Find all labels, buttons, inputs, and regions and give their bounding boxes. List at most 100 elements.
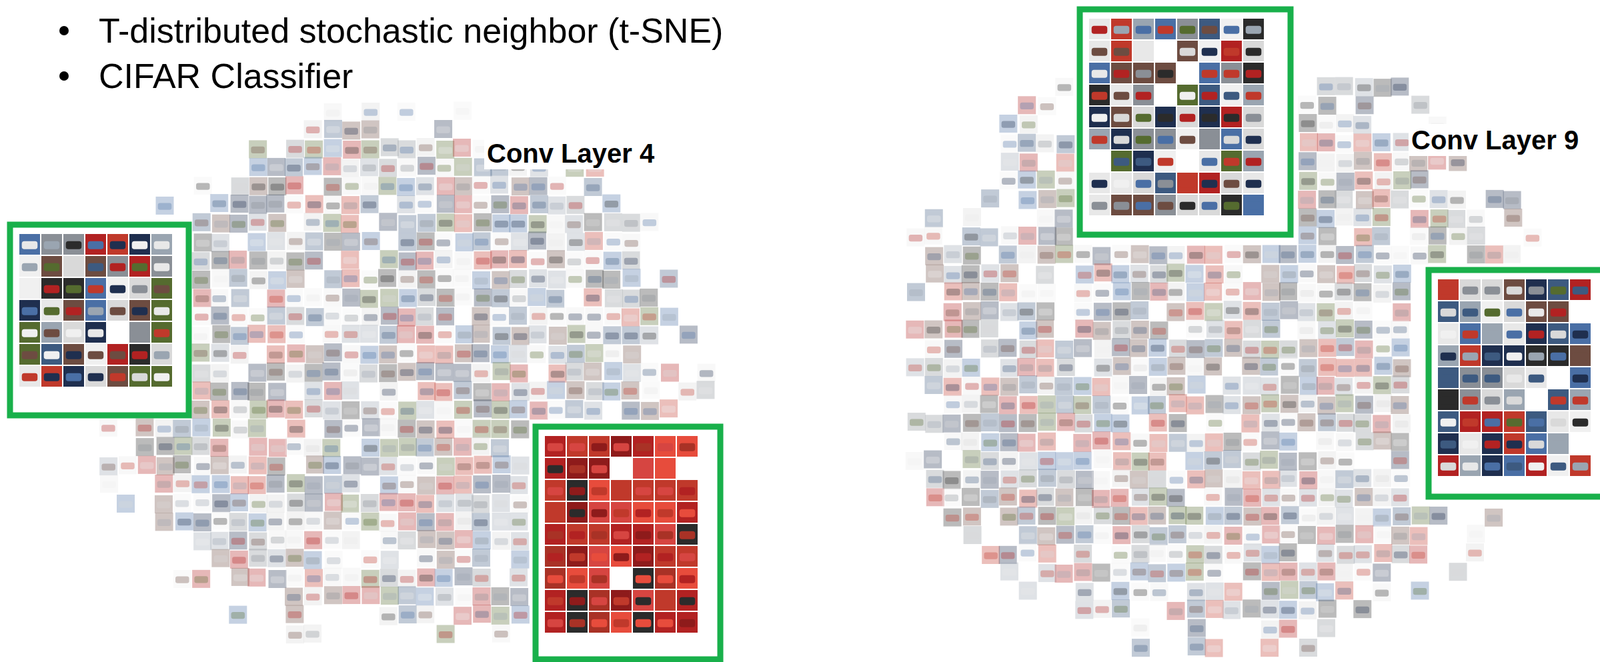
car-shape [512,202,527,210]
thumbnail [527,288,546,307]
car-shape [909,289,924,297]
thumbnail [1205,506,1224,525]
thumbnail [963,302,982,321]
thumbnail [175,512,194,531]
thumbnail [1113,452,1132,471]
car-shape [1058,513,1073,521]
thumbnail [472,271,491,290]
car-shape [493,426,508,433]
thumbnail [604,213,623,232]
thumbnail [284,288,303,307]
thumbnail [342,568,361,587]
thumbnail [492,326,511,345]
thumbnail [961,488,980,507]
thumbnail [1093,302,1112,321]
car-shape [965,308,980,316]
thumbnail [603,344,622,363]
car-shape [157,480,172,488]
thumbnail [473,213,492,232]
car-shape [1207,272,1222,279]
car-shape [194,314,209,321]
car-shape [1336,196,1351,204]
thumbnail [341,401,360,420]
car-shape [550,182,565,190]
thumbnail [961,282,980,301]
thumbnail [1223,300,1242,319]
faded-thumbnails [99,77,1542,658]
car-shape [1281,307,1296,315]
car-shape [233,406,248,413]
car-shape [1207,440,1222,447]
thumbnail [510,495,529,514]
thumbnail [416,494,435,513]
thumbnail [361,308,380,327]
car-shape [456,294,471,301]
car-shape [474,370,489,377]
car-shape [233,295,248,303]
car-shape [604,200,619,208]
thumbnail [1279,468,1298,487]
car-shape [325,574,340,581]
car-shape [1075,440,1090,447]
car-shape [549,202,564,210]
thumbnail [1279,356,1298,375]
thumbnail [116,494,135,513]
car-shape [1337,214,1352,221]
car-shape [362,331,377,339]
car-shape [324,408,339,415]
car-shape [1171,420,1186,428]
car-shape [1374,214,1389,221]
thumbnail [1035,339,1054,358]
car-shape [1151,252,1166,260]
thumbnail [360,457,379,476]
thumbnail [266,232,285,251]
thumbnail [1353,414,1372,433]
car-shape [456,387,471,395]
car-shape [1337,513,1352,521]
thumbnail [341,196,360,215]
car-shape [513,389,528,397]
car-shape [344,146,359,154]
thumbnail [1185,264,1204,283]
thumbnail [1185,358,1204,377]
thumbnail [564,215,583,234]
thumbnail [1056,153,1075,172]
car-shape [306,482,321,490]
car-shape [1281,418,1296,426]
thumbnail [415,438,434,457]
car-shape [1095,290,1110,297]
car-shape [1040,475,1055,483]
car-shape [456,426,471,433]
thumbnail [342,418,361,437]
car-shape [289,331,304,339]
car-shape [1225,456,1240,464]
thumbnail [1335,77,1354,96]
thumbnail [1280,376,1299,395]
thumbnail [1353,283,1372,302]
car-shape [418,611,433,619]
car-shape [249,331,264,339]
thumbnail [417,530,436,549]
car-shape [289,350,304,358]
car-shape [568,387,583,395]
thumbnail [416,400,435,419]
car-shape [194,424,209,432]
car-shape [1002,439,1017,447]
car-shape [965,476,980,484]
thumbnail [961,432,980,451]
thumbnail [230,493,249,512]
thumbnail [1297,264,1316,283]
thumbnail [380,288,399,307]
car-shape [1115,288,1130,296]
car-shape [176,480,191,488]
car-shape [288,632,303,639]
car-shape [1392,196,1407,204]
car-shape [457,518,472,525]
car-shape [250,462,265,470]
car-shape [1057,84,1072,91]
thumbnail [604,232,623,251]
thumbnail [1410,170,1429,189]
car-shape [194,276,209,284]
thumbnail [1147,506,1166,525]
car-shape [982,401,997,409]
